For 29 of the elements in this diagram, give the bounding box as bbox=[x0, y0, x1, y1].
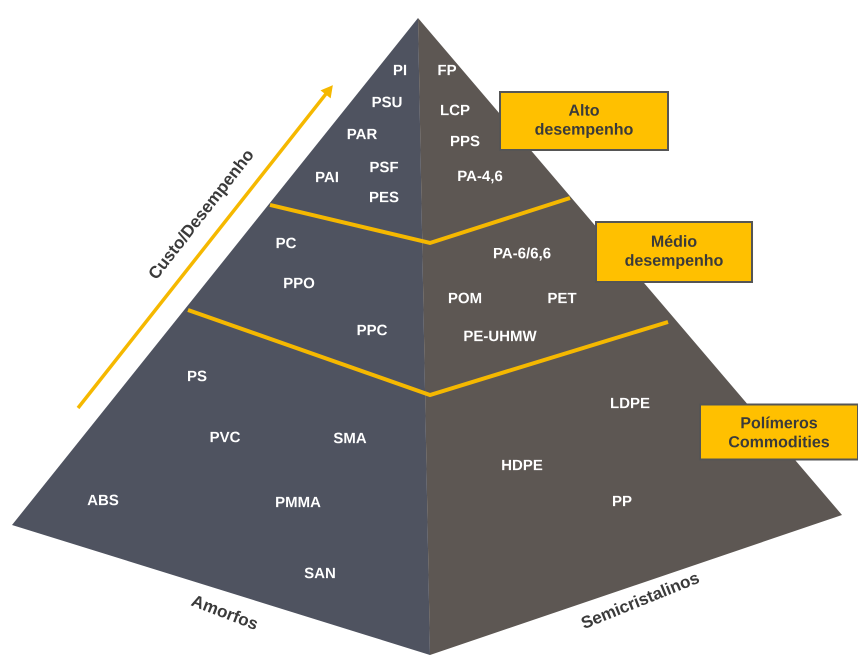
tier-box: Médio desempenho bbox=[595, 220, 753, 283]
polymer-label: PA-6/6,6 bbox=[494, 247, 550, 261]
polymer-label: PET bbox=[548, 292, 576, 304]
polymer-label: PA-4,6 bbox=[458, 170, 502, 184]
polymer-label: PS bbox=[188, 370, 206, 382]
polymer-label: ABS bbox=[88, 494, 118, 506]
polymer-label: PMMA bbox=[276, 496, 321, 508]
tier-box: Polímeros Commodities bbox=[699, 403, 858, 460]
polymer-label: PSU bbox=[372, 96, 402, 108]
polymer-label: PE-UHMW bbox=[464, 330, 537, 342]
polymer-label: PP bbox=[613, 496, 632, 506]
polymer-label: POM bbox=[448, 292, 482, 304]
polymer-label: PVC bbox=[210, 432, 240, 442]
polymer-label: SMA bbox=[334, 432, 366, 444]
polymer-label: HDPE bbox=[502, 460, 542, 470]
polymer-label: PES bbox=[370, 192, 398, 202]
polymer-label: PPC bbox=[358, 324, 387, 336]
polymer-label: LCP bbox=[441, 104, 470, 116]
polymer-label: PAR bbox=[348, 128, 377, 140]
polymer-label: PPS bbox=[451, 136, 480, 146]
polymer-label: PI bbox=[394, 64, 406, 76]
polymer-label: PAI bbox=[316, 172, 338, 182]
polymer-label: LDPE bbox=[611, 398, 650, 408]
polymer-label: FP bbox=[438, 64, 456, 76]
polymer-label: SAN bbox=[304, 568, 335, 578]
tier-box: Alto desempenho bbox=[499, 90, 669, 151]
polymer-label: PPO bbox=[284, 278, 314, 288]
polymer-label: PC bbox=[276, 238, 296, 248]
polymer-label: PSF bbox=[370, 162, 398, 172]
